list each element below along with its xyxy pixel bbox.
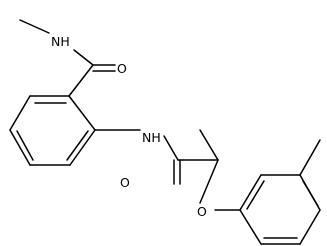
carbonyl-ring-bond [68,64,94,97]
nh-mid-label: NH [142,130,161,145]
ether-o-label: O [197,204,207,219]
nh-carbonyl-bond [73,49,94,66]
alpha-methyl-bond [199,129,219,161]
alpha-ether-bond [199,159,219,204]
ring-a-inner-3 [16,130,34,161]
ring-a-bond-5 [9,95,31,131]
ring-b-inner-2 [302,180,319,207]
ring-a-bond-4 [9,129,31,166]
ring-a-bond-1 [68,95,96,131]
ring-b-inner-1 [246,180,265,210]
ring-b-bond-4 [299,209,321,245]
ring-a-bond-2 [69,129,96,166]
ring-b-bond-6 [239,209,262,245]
nh-carbonyl-mid-bond [163,135,179,161]
nh-top-label: NH [51,34,70,49]
ring-methyl-bond [299,139,321,176]
n-methyl-bond [19,19,50,34]
o-bottom-label: O [120,175,130,190]
ring-b-bond-1 [239,174,262,211]
o-top-label: O [117,61,127,76]
ring-a-inner-2 [66,130,89,161]
